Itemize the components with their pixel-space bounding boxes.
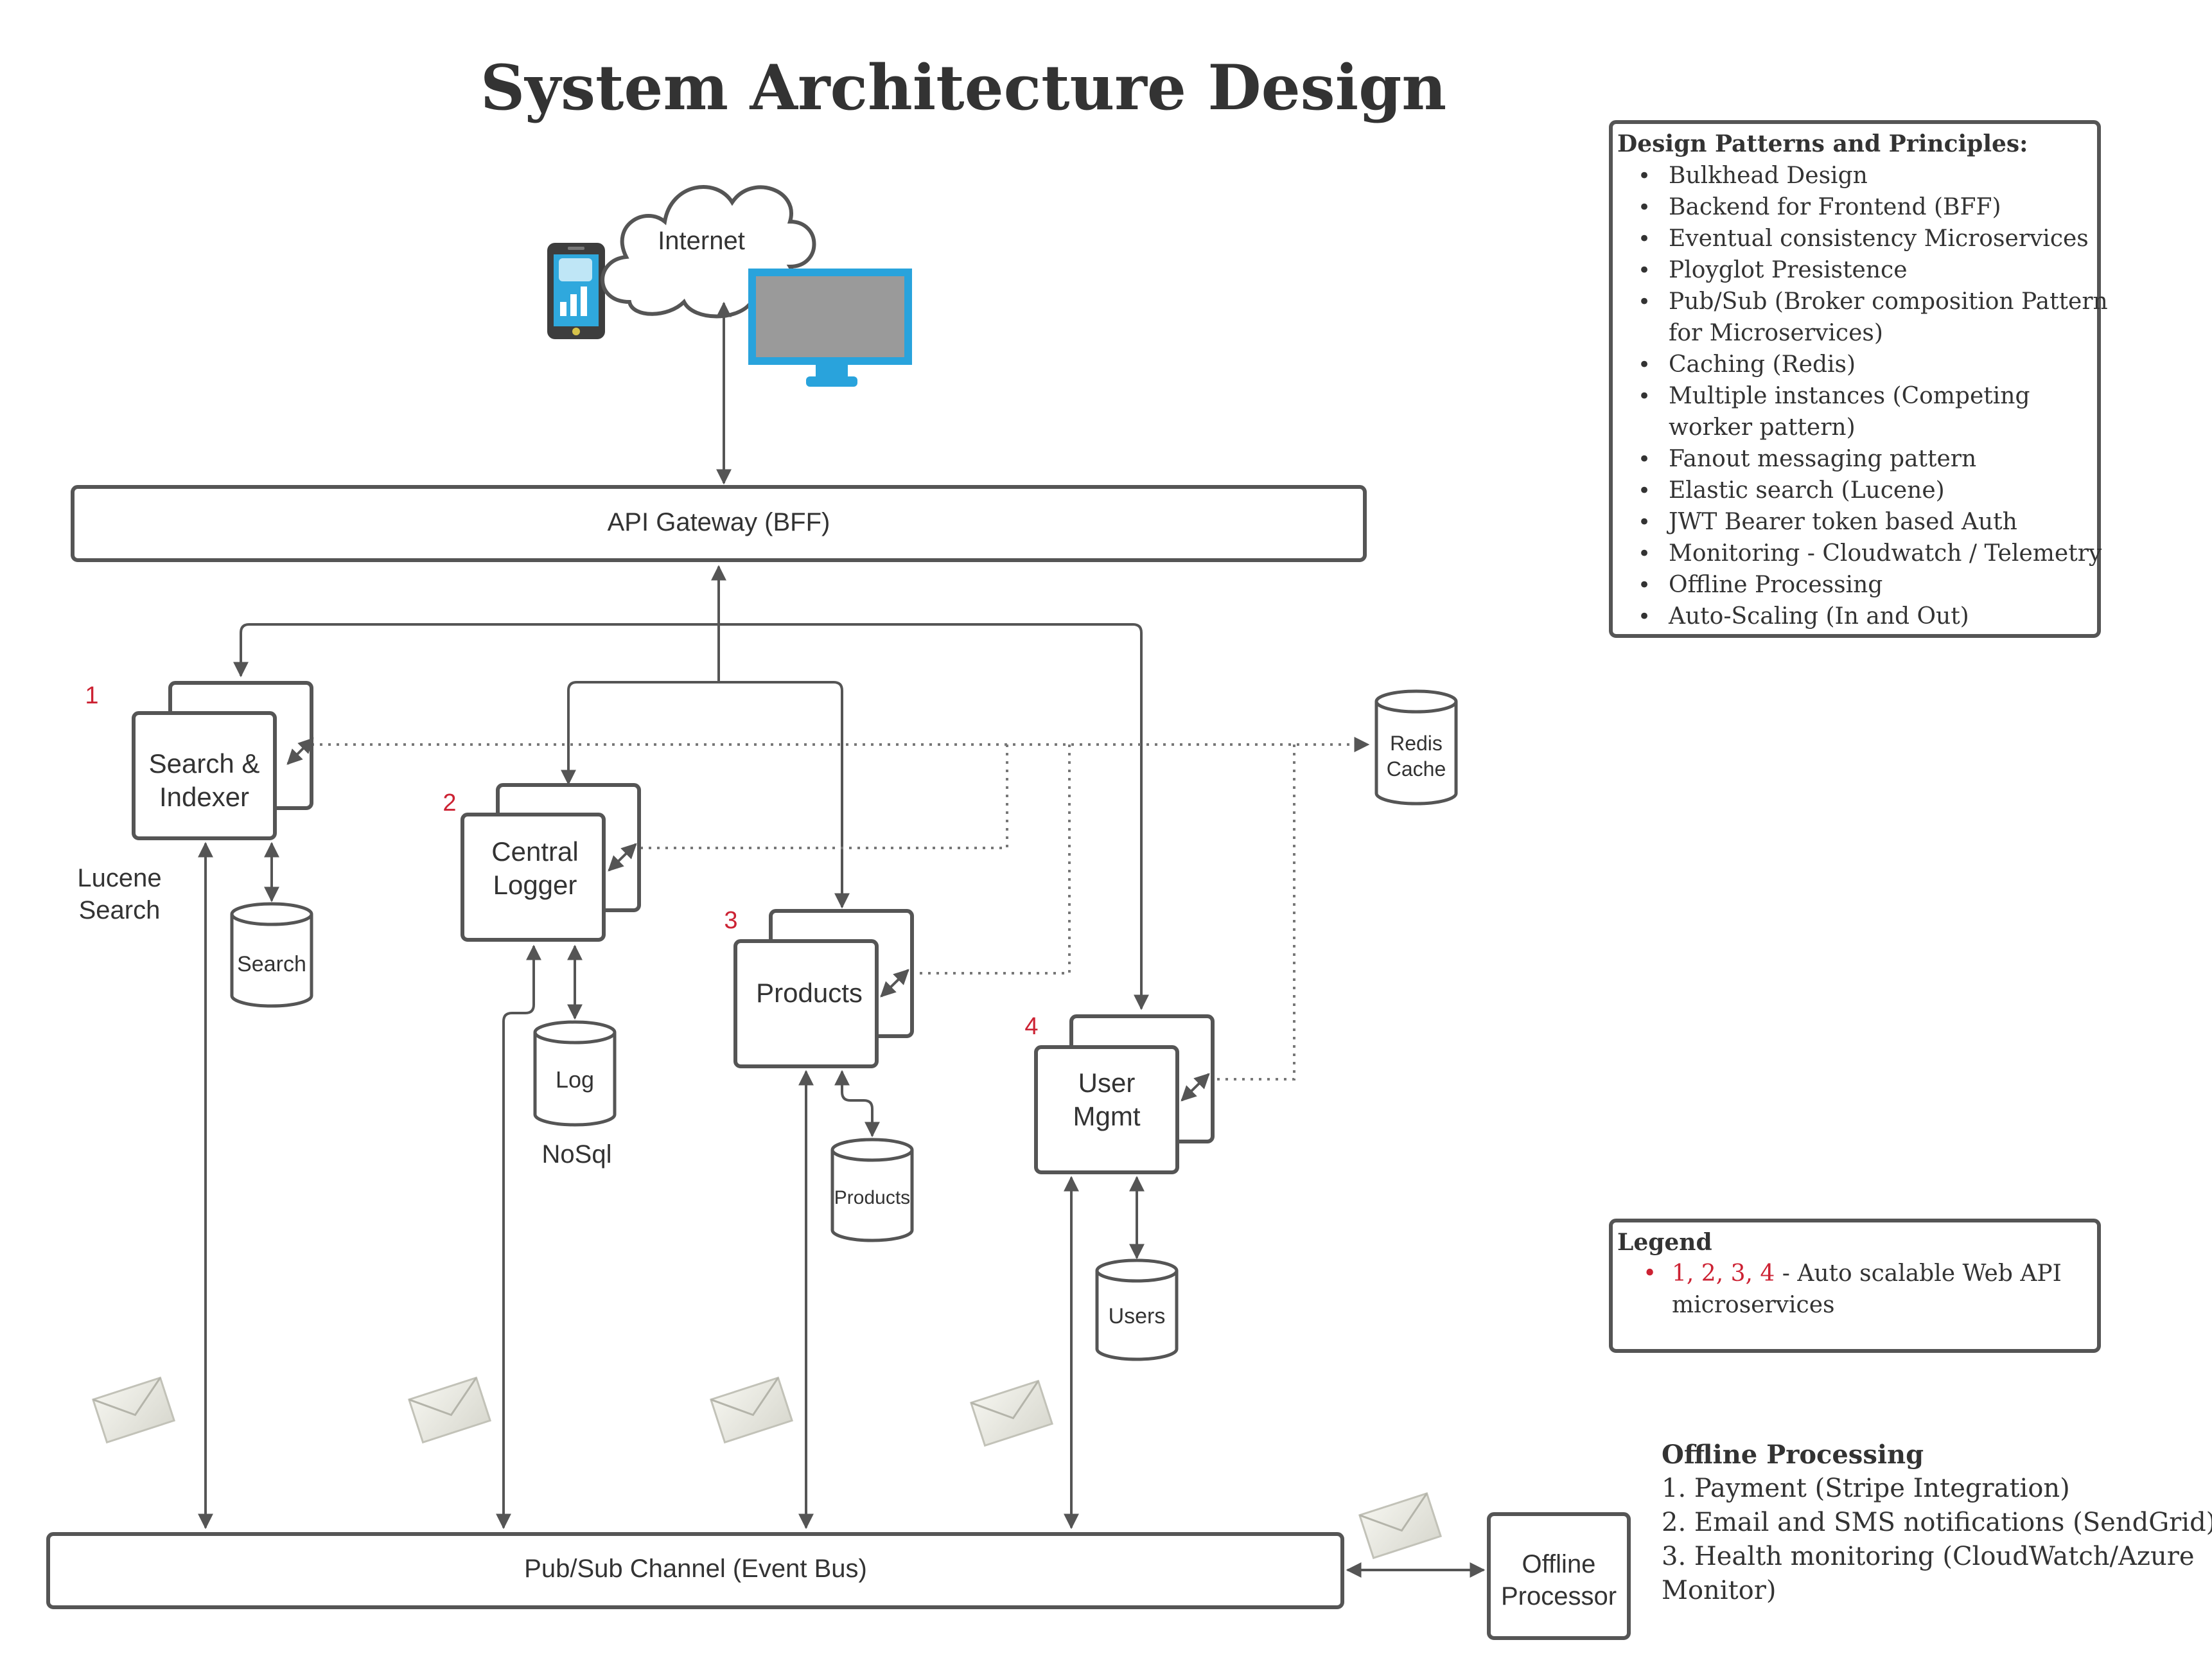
envelope-icon <box>91 1376 176 1444</box>
users-store-cylinder: Users <box>1095 1258 1179 1361</box>
pattern-item: Backend for Frontend (BFF) <box>1669 194 2001 220</box>
offline-processing-item: Monitor) <box>1662 1576 1776 1605</box>
event-bus-connectors <box>198 842 1486 1578</box>
users-store-label: Users <box>1109 1304 1166 1328</box>
offline-processor-line1: Offline <box>1522 1550 1596 1578</box>
cache-connectors <box>312 737 1370 1080</box>
design-patterns-heading: Design Patterns and Principles: <box>1617 130 2028 157</box>
offline-processing-heading: Offline Processing <box>1662 1440 1924 1470</box>
pattern-bullet: • <box>1638 446 1651 472</box>
pattern-item: Bulkhead Design <box>1669 163 1868 189</box>
service-user-mgmt[interactable]: 4 User Mgmt <box>1024 1013 1215 1174</box>
pattern-bullet: • <box>1638 258 1651 283</box>
design-patterns-list: • Bulkhead Design • Backend for Frontend (B… <box>1638 163 2108 630</box>
service-name: Products <box>756 978 863 1008</box>
offline-processor-box[interactable]: Offline Processor <box>1487 1512 1631 1640</box>
envelope-icon <box>1358 1492 1443 1560</box>
legend-text: - Auto scalable Web API <box>1775 1260 2062 1287</box>
event-bus-box[interactable]: Pub/Sub Channel (Event Bus) <box>46 1532 1344 1609</box>
service-name-line2: Mgmt <box>1073 1101 1141 1131</box>
service-number-1: 1 <box>85 682 98 709</box>
pattern-item: Multiple instances (Competing <box>1669 383 2030 409</box>
design-patterns-panel: Design Patterns and Principles: • Bulkhea… <box>1609 120 2108 638</box>
pattern-item: Elastic search (Lucene) <box>1669 477 1945 504</box>
service-number-3: 3 <box>724 907 737 934</box>
pattern-item: for Microservices) <box>1669 320 1883 346</box>
service-number-2: 2 <box>443 789 456 816</box>
service-name-line1: Central <box>491 836 578 867</box>
pattern-item: Offline Processing <box>1669 572 1883 598</box>
redis-cache-line2: Cache <box>1387 757 1446 781</box>
pattern-item: Pub/Sub (Broker composition Pattern <box>1669 288 2108 315</box>
log-store-cylinder: Log <box>533 1020 617 1127</box>
offline-processor-line2: Processor <box>1501 1582 1617 1610</box>
smartphone-icon <box>547 243 605 339</box>
envelope-icon <box>709 1376 794 1444</box>
legend-numbers: 1, 2, 3, 4 <box>1672 1260 1775 1287</box>
pattern-bullet: • <box>1638 572 1651 598</box>
pattern-item: Fanout messaging pattern <box>1669 446 1976 472</box>
search-store-cylinder: Search <box>230 902 313 1008</box>
pattern-bullet: • <box>1638 509 1651 535</box>
gateway-connectors <box>233 565 1149 1010</box>
search-note-line1: Lucene <box>77 864 161 892</box>
offline-processing-item: 1. Payment (Stripe Integration) <box>1662 1474 2070 1503</box>
pattern-item: Eventual consistency Microservices <box>1669 225 2089 252</box>
legend-heading: Legend <box>1617 1229 1712 1256</box>
internet-label: Internet <box>658 227 745 255</box>
legend-line1: 1, 2, 3, 4 - Auto scalable Web API <box>1672 1260 2062 1287</box>
offline-processing-list: 1. Payment (Stripe Integration) 2. Email … <box>1662 1474 2212 1605</box>
pattern-bullet: • <box>1638 226 1651 252</box>
event-bus-label: Pub/Sub Channel (Event Bus) <box>524 1555 867 1583</box>
monitor-icon <box>748 269 912 387</box>
products-store-label: Products <box>834 1187 910 1208</box>
pattern-item: Caching (Redis) <box>1669 351 1856 378</box>
log-store-label: Log <box>556 1066 594 1093</box>
pattern-bullet: • <box>1638 604 1651 630</box>
service-products[interactable]: 3 Products <box>724 907 914 1068</box>
service-name-line2: Logger <box>493 870 577 900</box>
api-gateway-box[interactable]: API Gateway (BFF) <box>71 485 1367 562</box>
pattern-bullet: • <box>1638 289 1651 315</box>
log-store-note: NoSql <box>542 1140 612 1169</box>
search-store-label: Search <box>237 952 306 976</box>
search-note-line2: Search <box>79 896 161 924</box>
pattern-bullet: • <box>1638 384 1651 409</box>
service-number-4: 4 <box>1024 1013 1038 1040</box>
offline-processing-item: 2. Email and SMS notifications (SendGrid… <box>1662 1508 2212 1537</box>
service-central-logger[interactable]: 2 Central Logger <box>443 783 641 942</box>
service-name-line1: User <box>1078 1068 1136 1098</box>
pattern-bullet: • <box>1638 352 1651 378</box>
pattern-item: Ployglot Presistence <box>1669 257 1908 283</box>
envelope-icon <box>407 1376 492 1444</box>
offline-processing-notes: Offline Processing 1. Payment (Stripe In… <box>1662 1440 2212 1605</box>
pattern-bullet: • <box>1638 541 1651 567</box>
products-store-connector <box>834 1070 880 1138</box>
offline-processing-item: 3. Health monitoring (CloudWatch/Azure <box>1662 1542 2195 1571</box>
legend-panel: Legend • 1, 2, 3, 4 - Auto scalable Web … <box>1609 1219 2101 1353</box>
redis-cache-cylinder: Redis Cache <box>1374 689 1458 806</box>
redis-cache-line1: Redis <box>1390 732 1443 755</box>
pattern-item: JWT Bearer token based Auth <box>1666 509 2017 535</box>
service-name-line1: Search & <box>149 748 260 779</box>
pattern-bullet: • <box>1638 163 1651 189</box>
pattern-item: Monitoring - Cloudwatch / Telemetry <box>1669 540 2102 567</box>
pattern-item: worker pattern) <box>1669 414 1856 441</box>
pattern-bullet: • <box>1638 195 1651 220</box>
service-name-line2: Indexer <box>159 782 249 812</box>
legend-bullet: • <box>1643 1260 1656 1287</box>
legend-line2: microservices <box>1672 1292 1834 1318</box>
pattern-bullet: • <box>1638 478 1651 504</box>
products-store-cylinder: Products <box>830 1138 914 1242</box>
api-gateway-label: API Gateway (BFF) <box>608 508 830 536</box>
service-search-indexer[interactable]: 1 Search & Indexer <box>85 681 314 840</box>
pattern-item: Auto-Scaling (In and Out) <box>1668 603 1969 630</box>
page-title: System Architecture Design <box>480 51 1446 124</box>
envelope-icon <box>969 1379 1054 1447</box>
